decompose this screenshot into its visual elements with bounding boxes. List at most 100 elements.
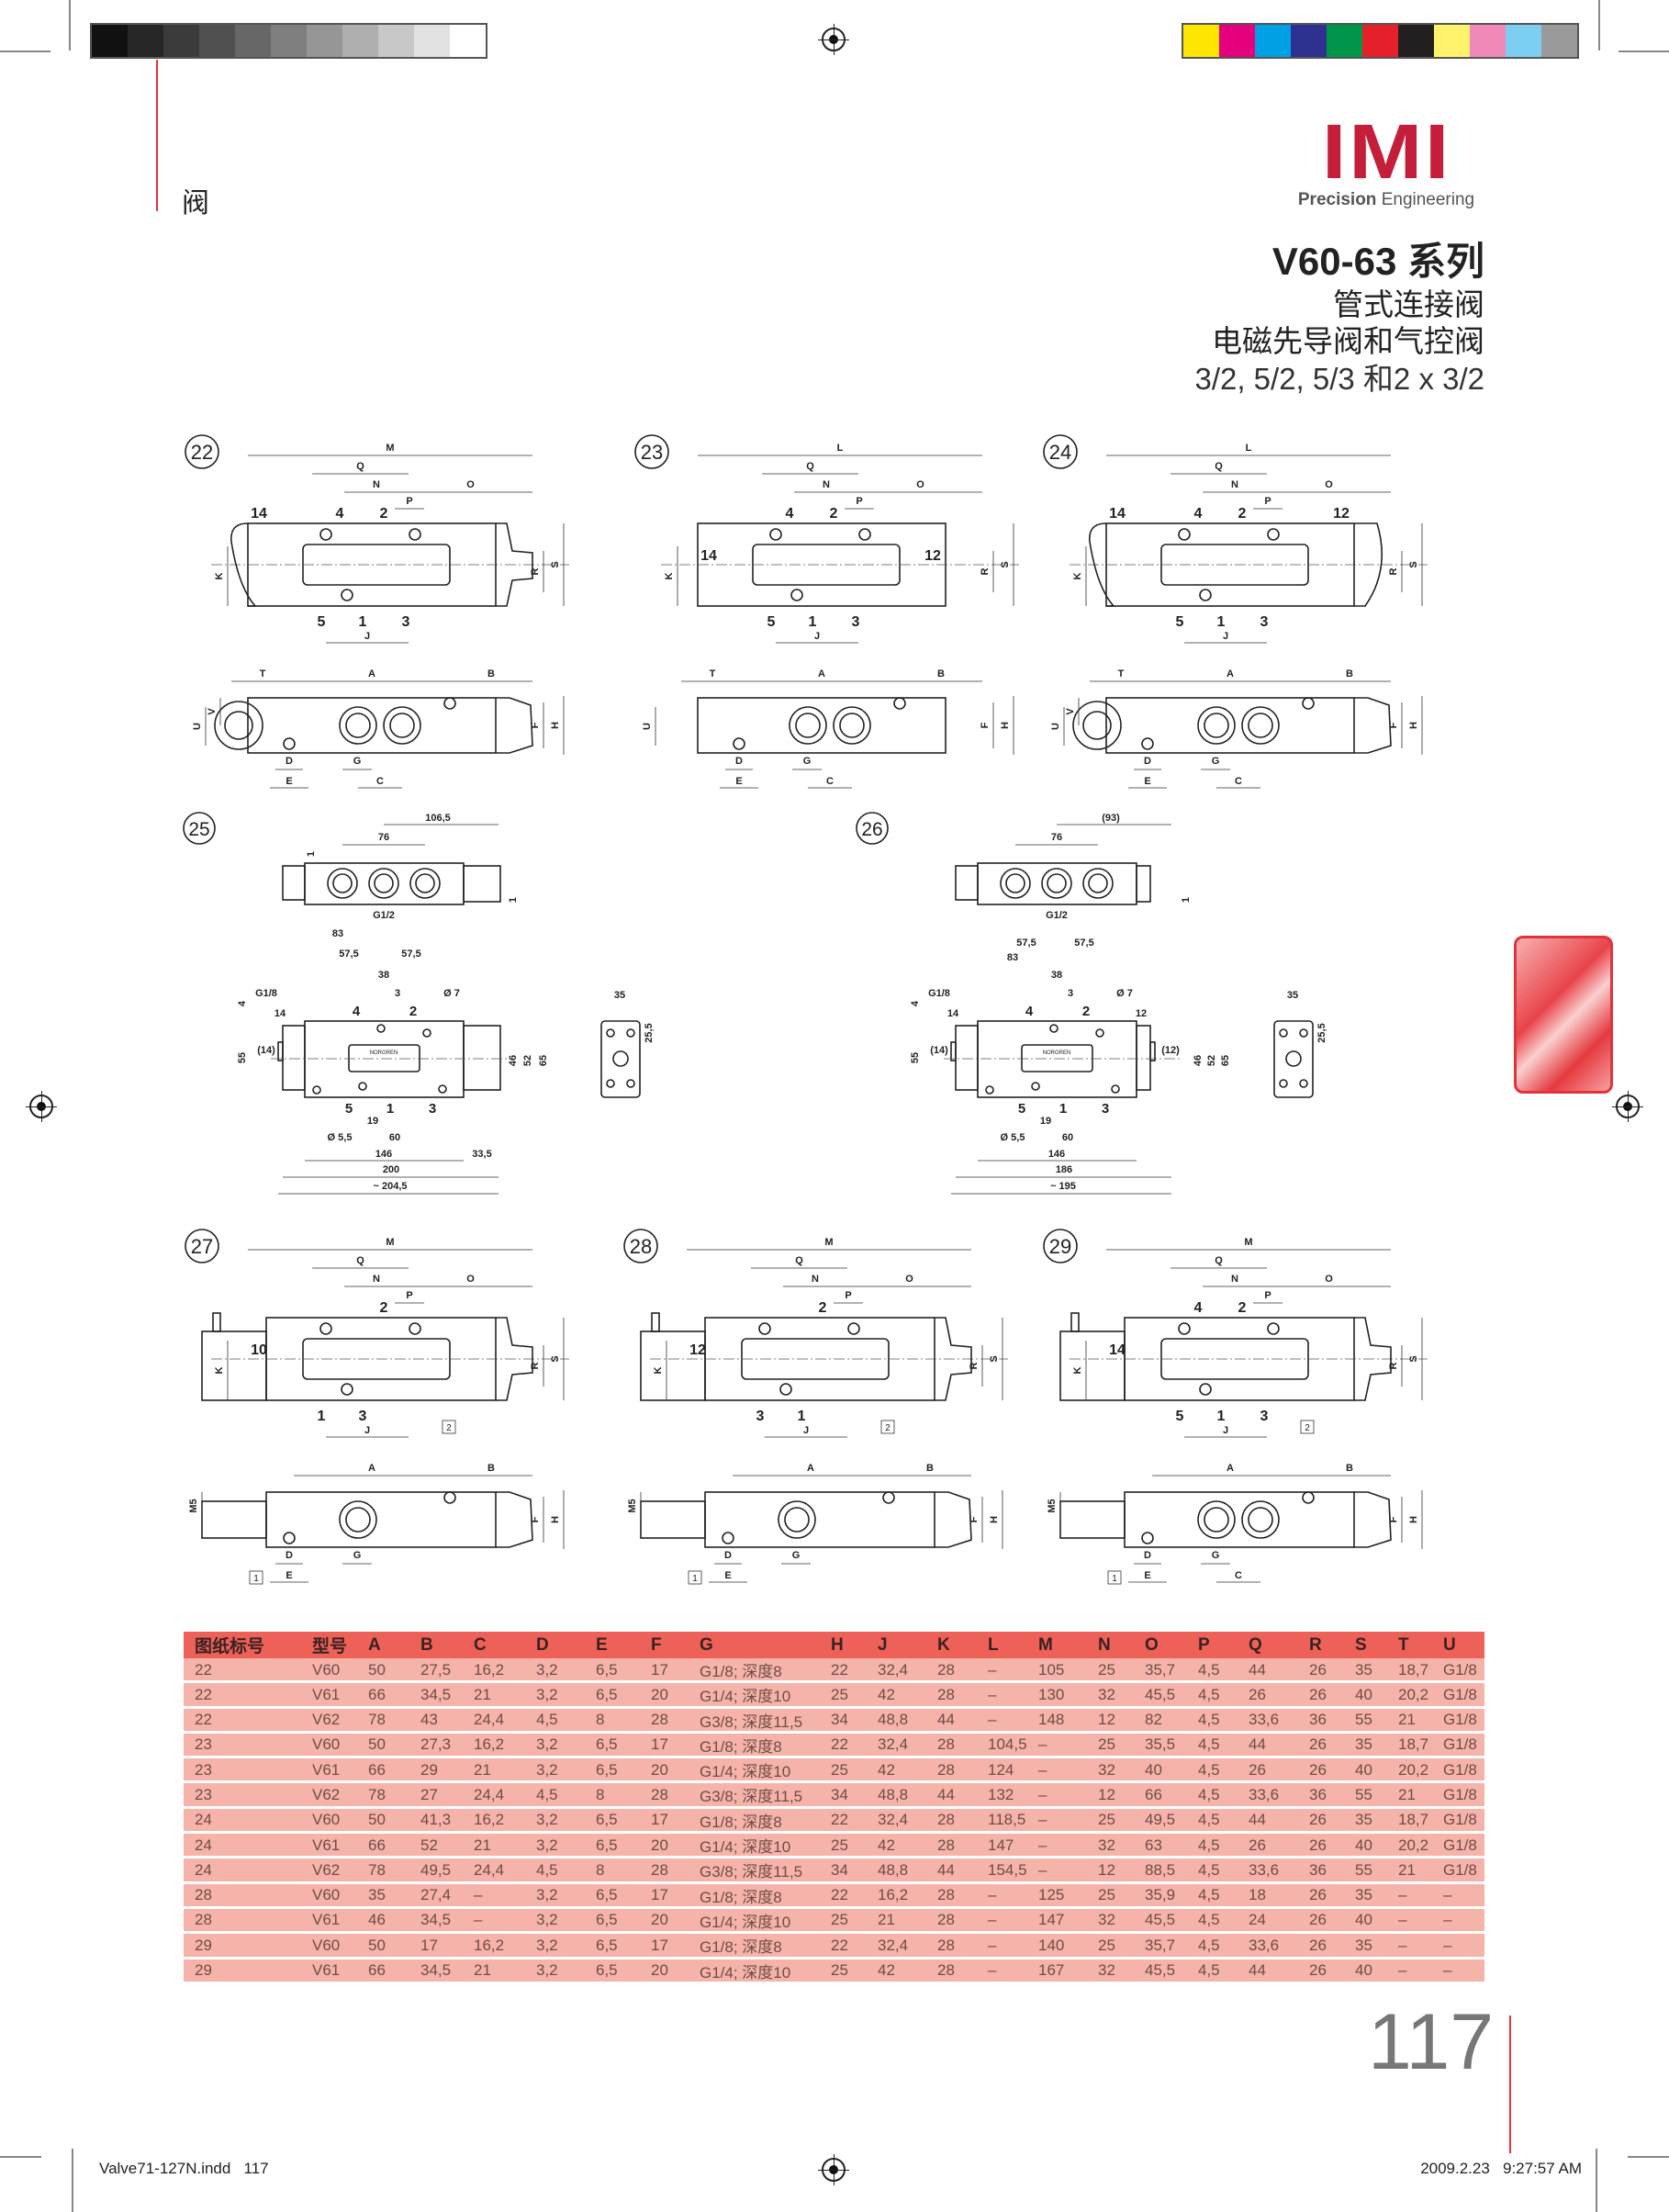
column-header: L: [988, 1634, 999, 1655]
table-cell: 6,5: [596, 1886, 618, 1904]
table-cell: 17: [651, 1660, 668, 1679]
dimension-label: K: [1072, 572, 1083, 579]
dimension-label: G: [1212, 1550, 1220, 1561]
dimension-label: G1/2: [1046, 910, 1068, 921]
table-cell: G1/8: [1443, 1785, 1477, 1803]
table-cell: 48,8: [878, 1860, 909, 1879]
color-swatch: [342, 25, 378, 57]
table-cell: 18,7: [1398, 1735, 1429, 1754]
dimension-label: S: [989, 1355, 1000, 1362]
dimension-label: 4: [237, 1000, 248, 1006]
callout-box: [688, 1570, 702, 1585]
column-header: D: [536, 1634, 549, 1655]
table-cell: 28: [937, 1886, 955, 1904]
table-cell: 32: [1098, 1685, 1115, 1703]
table-cell: G1/8: [1443, 1685, 1477, 1703]
table-cell: 26: [1309, 1660, 1327, 1679]
cmyk-color-bar: [1182, 23, 1579, 59]
dimension-label: G: [792, 1550, 801, 1561]
dimension-label: Ø 7: [443, 988, 460, 999]
table-cell: 26: [1309, 1760, 1327, 1779]
table-cell: 3,2: [536, 1760, 558, 1779]
table-cell: 6,5: [596, 1685, 618, 1703]
subtitle-2: 电磁先导阀和气控阀: [1212, 324, 1484, 358]
column-header: T: [1398, 1634, 1409, 1655]
callout-box: [880, 1420, 895, 1434]
table-cell: V60: [312, 1660, 341, 1679]
table-cell: 36: [1309, 1860, 1327, 1879]
end-cap-side: [1354, 1491, 1392, 1548]
table-cell: 21: [1398, 1785, 1416, 1803]
callout-number: 2: [885, 1423, 891, 1433]
dimension-label: U: [1050, 723, 1061, 730]
dimension-label: 2: [409, 1004, 417, 1019]
table-cell: 21: [474, 1961, 491, 1980]
color-swatch: [1362, 25, 1398, 57]
table-cell: 8: [596, 1785, 605, 1803]
screw: [606, 1028, 615, 1038]
dimension-label: A: [368, 668, 375, 679]
table-cell: 44: [1249, 1811, 1266, 1829]
dimension-label: H: [550, 1516, 561, 1523]
table-cell: 16,2: [474, 1660, 505, 1679]
dimension-label: T: [1118, 668, 1125, 679]
dimension-label: V: [207, 708, 218, 715]
port-number: 3: [1260, 1409, 1269, 1424]
port-hole: [409, 1322, 421, 1335]
registration-mark: [818, 24, 849, 55]
port-number: 1: [318, 1409, 326, 1424]
main-port: [368, 868, 399, 899]
table-cell: 50: [368, 1811, 386, 1829]
table-cell: 28: [937, 1836, 955, 1854]
color-swatch: [1506, 25, 1541, 57]
column-header: Q: [1249, 1634, 1262, 1655]
dimension-label: M5: [188, 1499, 199, 1512]
dimension-label: E: [286, 1570, 292, 1581]
port-hole: [341, 589, 353, 601]
main-port: [1082, 868, 1114, 899]
dimension-label: K: [1072, 1366, 1083, 1374]
dimension-label: E: [724, 1570, 731, 1581]
main-port: [1241, 706, 1280, 745]
table-cell: –: [988, 1711, 997, 1729]
end-block-left: [955, 865, 979, 901]
main-port-thread: [345, 713, 371, 738]
dimension-label: ~ 195: [1050, 1181, 1076, 1192]
table-cell: 24: [195, 1860, 212, 1879]
main-port-thread: [1204, 713, 1229, 738]
port-number: 10: [251, 1342, 267, 1358]
port-hole: [847, 1322, 860, 1335]
solenoid-actuator: [201, 1331, 267, 1401]
dimension-label: F: [969, 1516, 980, 1522]
main-port: [1000, 868, 1031, 899]
table-cell: 4,5: [1198, 1760, 1220, 1779]
table-cell: 22: [831, 1936, 848, 1954]
port-number: 4: [1194, 1300, 1203, 1316]
dimension-label: ~ 204,5: [373, 1181, 407, 1192]
port-number: 1: [809, 614, 817, 630]
table-cell: 3,2: [536, 1961, 558, 1980]
label-plate: [1021, 1044, 1093, 1072]
section-thumbnail-tab[interactable]: [1514, 936, 1613, 1094]
dimension-label: P: [1264, 496, 1271, 507]
dimension-label: J: [803, 1425, 809, 1436]
callout-number: 1: [692, 1574, 698, 1584]
port-number: 5: [318, 614, 326, 630]
dimension-label: B: [926, 1463, 934, 1474]
dimension-label: N: [373, 1274, 380, 1285]
dimension-label: 52: [522, 1055, 533, 1066]
crop-mark: [69, 0, 71, 51]
dimension-label: 12: [1136, 1008, 1147, 1019]
dimension-label: 55: [237, 1052, 248, 1063]
table-cell: 16,2: [474, 1936, 505, 1954]
dimension-label: 46: [508, 1055, 519, 1066]
main-port-thread: [1047, 873, 1067, 893]
valve-body-side-view: [704, 1491, 935, 1548]
dimension-label: E: [1144, 776, 1150, 787]
dimension-label: 14: [274, 1008, 286, 1019]
dimension-label: A: [1227, 1463, 1234, 1474]
